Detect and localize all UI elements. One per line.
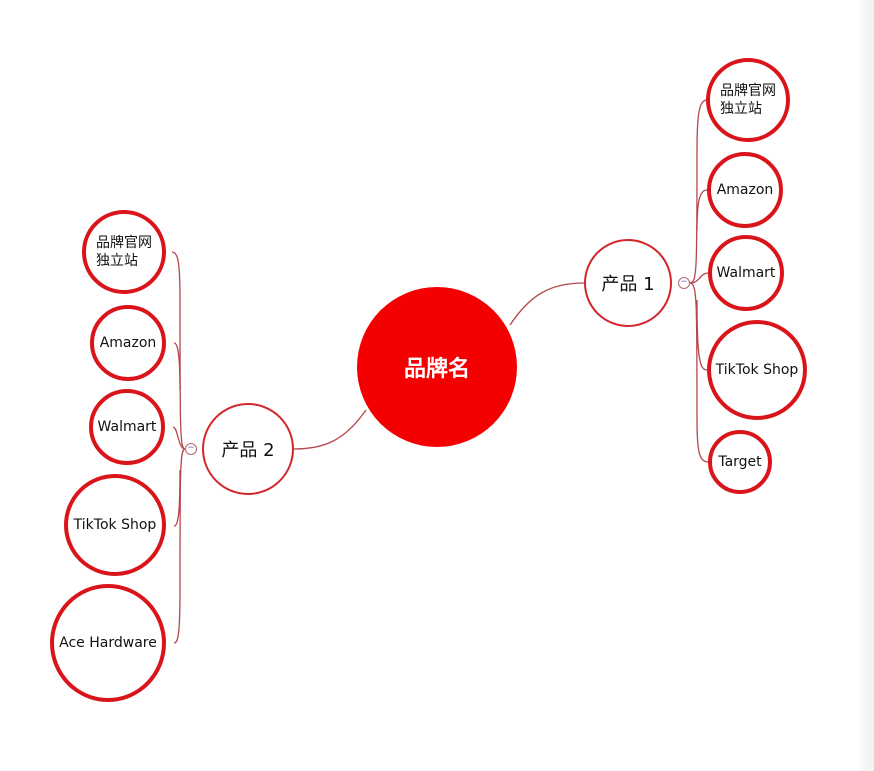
link-p1-child bbox=[689, 99, 708, 284]
collapse-toggle-icon[interactable]: − bbox=[678, 277, 690, 289]
link-p1-child bbox=[689, 272, 709, 284]
leaf-node[interactable]: Walmart bbox=[89, 389, 165, 465]
leaf-node[interactable]: 品牌官网 独立站 bbox=[706, 58, 790, 142]
leaf-label: Walmart bbox=[716, 265, 776, 281]
leaf-label: Target bbox=[718, 454, 762, 470]
leaf-label: 品牌官网 独立站 bbox=[96, 235, 152, 269]
link-p2-child bbox=[171, 251, 186, 450]
branch-node-product2[interactable]: 产品 2 bbox=[202, 403, 294, 495]
root-label: 品牌名 bbox=[403, 357, 470, 382]
leaf-node[interactable]: Target bbox=[708, 430, 772, 494]
branch-label: 产品 1 bbox=[601, 274, 655, 295]
leaf-label: Amazon bbox=[99, 335, 157, 351]
link-p2-child bbox=[173, 448, 186, 644]
scroll-edge bbox=[860, 0, 874, 771]
link-p1-child bbox=[696, 299, 708, 371]
leaf-node[interactable]: Amazon bbox=[707, 152, 783, 228]
leaf-label: Ace Hardware bbox=[59, 635, 157, 651]
link-p1-child bbox=[689, 282, 710, 463]
leaf-node[interactable]: TikTok Shop bbox=[707, 320, 807, 420]
leaf-label: 品牌官网 独立站 bbox=[720, 83, 776, 117]
leaf-node[interactable]: 品牌官网 独立站 bbox=[82, 210, 166, 294]
link-root-product1 bbox=[509, 282, 585, 326]
leaf-node[interactable]: Ace Hardware bbox=[50, 584, 166, 702]
link-p1-child bbox=[696, 189, 708, 231]
leaf-label: TikTok Shop bbox=[73, 517, 157, 533]
leaf-node[interactable]: TikTok Shop bbox=[64, 474, 166, 576]
leaf-label: Walmart bbox=[97, 419, 157, 435]
leaf-label: Amazon bbox=[716, 182, 774, 198]
root-node[interactable]: 品牌名 bbox=[357, 287, 517, 447]
link-root-product2 bbox=[293, 409, 367, 450]
branch-label: 产品 2 bbox=[221, 440, 275, 461]
branch-node-product1[interactable]: 产品 1 bbox=[584, 239, 672, 327]
leaf-label: TikTok Shop bbox=[715, 362, 799, 378]
leaf-node[interactable]: Walmart bbox=[708, 235, 784, 311]
collapse-toggle-icon[interactable]: − bbox=[185, 443, 197, 455]
leaf-node[interactable]: Amazon bbox=[90, 305, 166, 381]
link-p2-child bbox=[173, 469, 181, 527]
link-p2-child bbox=[173, 342, 181, 391]
link-p2-child bbox=[172, 426, 186, 450]
